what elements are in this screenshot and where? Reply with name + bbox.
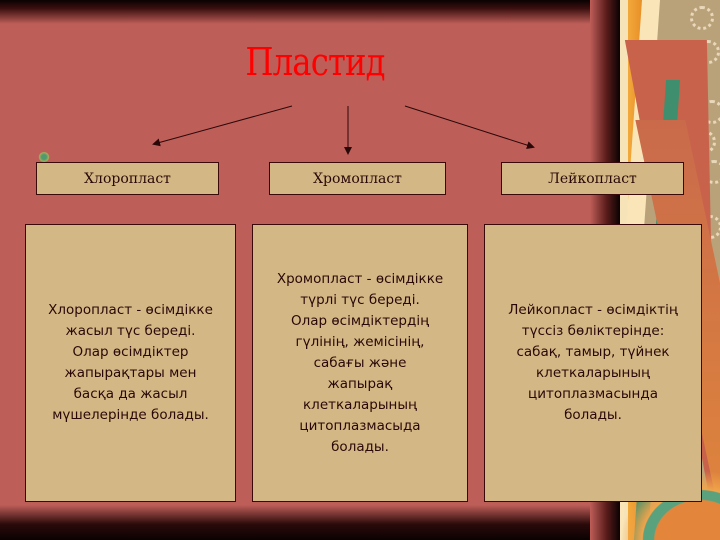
label-text: Хромопласт	[313, 170, 402, 187]
description-chromoplast: Хромопласт - өсімдікке түрлі түс береді.…	[252, 224, 468, 502]
flower-icon	[700, 100, 720, 124]
top-shadow	[0, 0, 620, 24]
label-chromoplast: Хромопласт	[269, 162, 446, 195]
arrow-to-leucoplast	[404, 105, 535, 149]
flower-icon	[680, 60, 704, 84]
bottom-shadow	[0, 505, 620, 540]
description-text: Хромопласт - өсімдікке түрлі түс береді.…	[276, 270, 444, 455]
flower-icon	[702, 160, 720, 184]
bullet-icon	[38, 152, 50, 162]
description-leucoplast: Лейкопласт - өсімдіктің түссіз бөліктері…	[484, 224, 702, 502]
label-leucoplast: Лейкопласт	[501, 162, 684, 195]
label-text: Лейкопласт	[548, 170, 637, 187]
label-text: Хлоропласт	[84, 170, 171, 187]
description-text: Лейкопласт - өсімдіктің түссіз бөліктері…	[508, 302, 678, 423]
description-text: Хлоропласт - өсімдікке жасыл түс береді.…	[48, 302, 213, 423]
flower-icon	[690, 6, 714, 30]
description-chloroplast: Хлоропласт - өсімдікке жасыл түс береді.…	[25, 224, 236, 502]
slide-title: Пластид	[245, 40, 385, 84]
hierarchy-arrows	[152, 105, 535, 155]
label-chloroplast: Хлоропласт	[36, 162, 219, 195]
flower-icon	[696, 40, 720, 64]
arrow-to-chloroplast	[152, 105, 293, 147]
flower-icon	[692, 130, 716, 154]
